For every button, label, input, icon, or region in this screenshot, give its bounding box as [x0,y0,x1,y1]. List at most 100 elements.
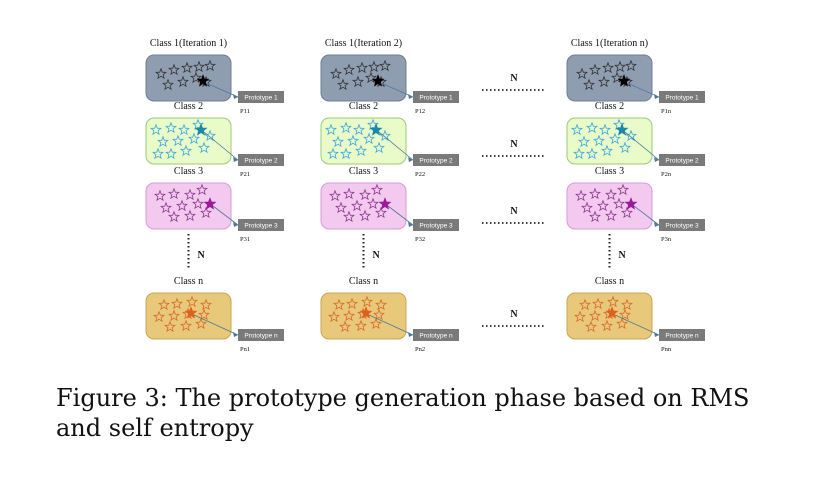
sample-star-icon [150,123,162,136]
arrowhead-icon [654,332,659,337]
prototype-symbol: Pn2 [415,346,425,353]
arrowhead-icon [654,94,659,99]
prototype-connector [368,314,414,336]
sample-star-icon [164,320,176,333]
sample-star-icon [359,188,371,201]
sample-star-icon [200,298,212,311]
prototype-symbol: P31 [240,236,250,243]
prototype-label: Prototype n [419,333,453,340]
sample-star-icon [365,71,377,84]
prototype-star-icon [615,123,629,136]
prototype-connector [380,82,414,98]
prototype-symbol: P1n [661,108,672,115]
sample-star-icon [172,134,184,147]
arrowhead-icon [233,332,238,337]
prototype-box [238,154,284,166]
sample-star-icon [190,71,202,84]
prototype-box [238,329,284,341]
horizontal-ellipsis-label: N [510,73,518,84]
sample-star-icon [359,209,371,222]
class-title: Class 2 [595,101,624,112]
sample-star-icon [171,297,183,310]
prototype-connector [203,131,239,161]
prototype-star-icon [359,306,373,319]
sample-star-icon [613,118,625,131]
sample-star-icon [589,63,601,76]
sample-star-icon [165,121,177,134]
prototype-label: Prototype 2 [665,158,699,165]
vertical-ellipsis-label: N [198,250,206,261]
sample-star-icon [581,201,593,214]
sample-star-icon [343,63,355,76]
sample-star-icon [601,319,613,332]
sample-star-icon [575,189,587,202]
class-title: Class 1(Iteration 1) [150,38,227,49]
sample-star-icon [332,135,344,148]
arrowhead-icon [408,94,413,99]
sample-star-icon [155,67,167,80]
class-box [566,54,653,102]
sample-star-icon [379,59,391,72]
prototype-symbol: P2n [661,171,672,178]
class-box [145,182,232,230]
prototype-connector [624,131,660,161]
prototype-star-icon [369,123,383,136]
sample-star-icon [168,187,180,200]
sample-star-icon [200,206,212,219]
class-box [566,182,653,230]
prototype-symbol: P22 [415,171,425,178]
caption-line-1: Figure 3: The prototype generation phase… [56,384,750,412]
sample-star-icon [585,320,597,333]
sample-star-icon [193,60,205,73]
sample-star-icon [343,309,355,322]
class-title: Class 3 [349,166,378,177]
sample-star-icon [330,67,342,80]
sample-star-icon [162,78,174,91]
sample-star-icon [340,147,352,160]
sample-star-icon [154,189,166,202]
sample-star-icon [192,118,204,131]
prototype-box [413,329,459,341]
sample-star-icon [346,297,358,310]
sample-star-icon [347,134,359,147]
sample-star-icon [611,71,623,84]
sample-star-icon [184,209,196,222]
sample-star-icon [180,144,192,157]
sample-star-icon [329,189,341,202]
sample-star-icon [605,188,617,201]
class-title: Class n [349,276,378,287]
class-box [320,54,407,102]
sample-star-icon [178,123,190,136]
sample-star-icon [353,123,365,136]
prototype-star-icon [196,74,210,87]
sample-star-icon [196,183,208,196]
sample-star-icon [619,141,631,154]
sample-star-icon [157,135,169,148]
sample-star-icon [589,210,601,223]
sample-star-icon [152,147,164,160]
arrowhead-icon [233,94,238,99]
sample-star-icon [375,298,387,311]
sample-star-icon [192,197,204,210]
sample-star-icon [160,201,172,214]
prototype-label: Prototype n [244,333,278,340]
class-title: Class n [595,276,624,287]
sample-star-icon [621,206,633,219]
sample-star-icon [579,298,591,311]
sample-star-icon [592,297,604,310]
sample-star-icon [619,308,631,321]
prototype-symbol: P32 [415,236,425,243]
sample-star-icon [184,188,196,201]
class-title: Class 2 [174,101,203,112]
prototype-symbol: Pn1 [240,346,250,353]
prototype-star-icon [617,74,631,87]
sample-star-icon [327,147,339,160]
prototype-star-icon [203,197,217,210]
prototype-symbol: Pnn [661,346,672,353]
